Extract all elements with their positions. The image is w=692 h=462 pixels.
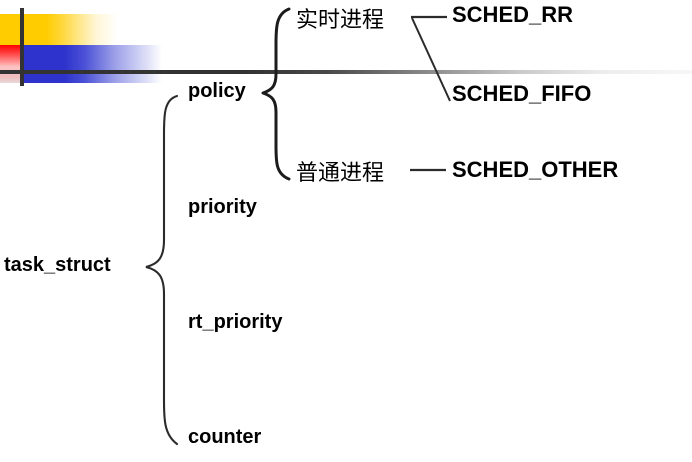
- field-label-priority: priority: [188, 196, 257, 218]
- policy-value-sched-other: SCHED_OTHER: [452, 157, 619, 182]
- decoration-blue-block: [22, 45, 162, 83]
- decoration-vertical-rule: [20, 8, 24, 86]
- connector-realtime-to-sched-fifo: [411, 17, 451, 102]
- task-struct-brace: [145, 94, 179, 446]
- category-label-realtime-process: 实时进程: [296, 8, 385, 33]
- policy-value-sched-fifo: SCHED_FIFO: [452, 81, 592, 106]
- task-struct-label: task_struct: [4, 254, 111, 276]
- field-label-rt-priority: rt_priority: [188, 311, 283, 333]
- field-label-counter: counter: [188, 426, 262, 448]
- field-label-policy: policy: [188, 80, 246, 102]
- decoration-gold-block: [0, 14, 120, 45]
- category-label-normal-process: 普通进程: [296, 161, 385, 186]
- decoration-red-block: [0, 45, 22, 67]
- policy-brace: [261, 7, 291, 181]
- decoration-horizontal-rule: [0, 70, 692, 74]
- policy-value-sched-rr: SCHED_RR: [452, 2, 574, 27]
